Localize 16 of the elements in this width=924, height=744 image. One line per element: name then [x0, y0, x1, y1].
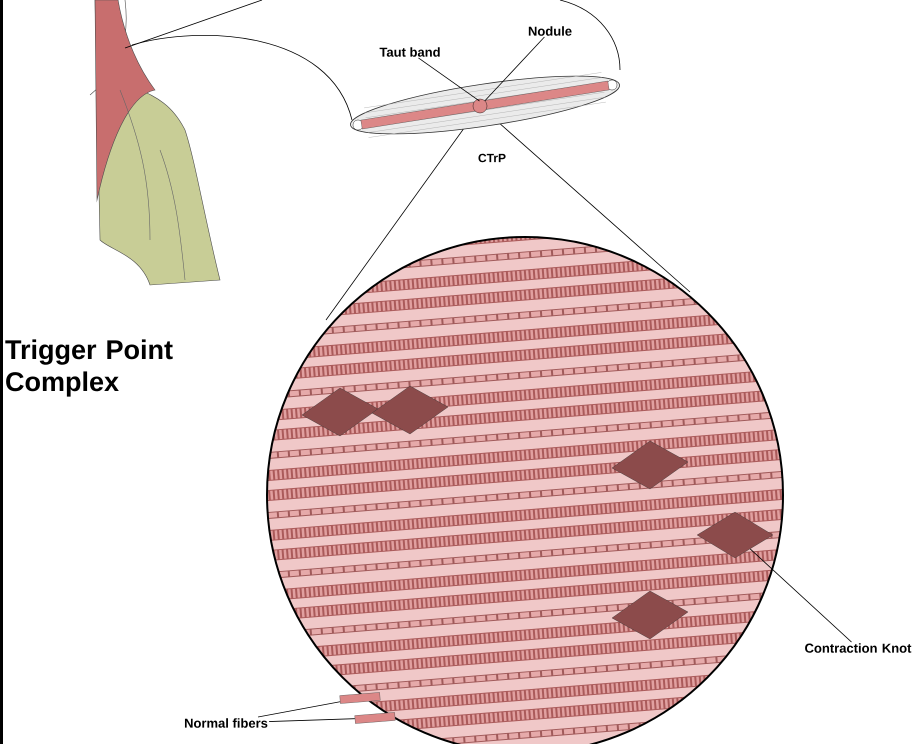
fiber-band	[354, 712, 396, 724]
title: Trigger Point Complex	[5, 339, 173, 397]
fiber-band	[340, 692, 380, 704]
callout-label: Nodule	[528, 26, 572, 36]
leader-line	[418, 58, 480, 102]
callout-label: Normal fibers	[184, 718, 268, 728]
leader-line	[258, 701, 340, 718]
label: CTrP	[478, 154, 506, 162]
nodule-circle	[472, 98, 488, 114]
contraction-knot	[696, 512, 774, 558]
leader-line	[750, 548, 852, 642]
leader-line	[484, 36, 545, 102]
leader-line	[268, 718, 356, 722]
callout-label: Taut band	[380, 47, 440, 57]
taut-band	[360, 80, 610, 130]
callout-label: Contraction Knot	[805, 643, 912, 653]
